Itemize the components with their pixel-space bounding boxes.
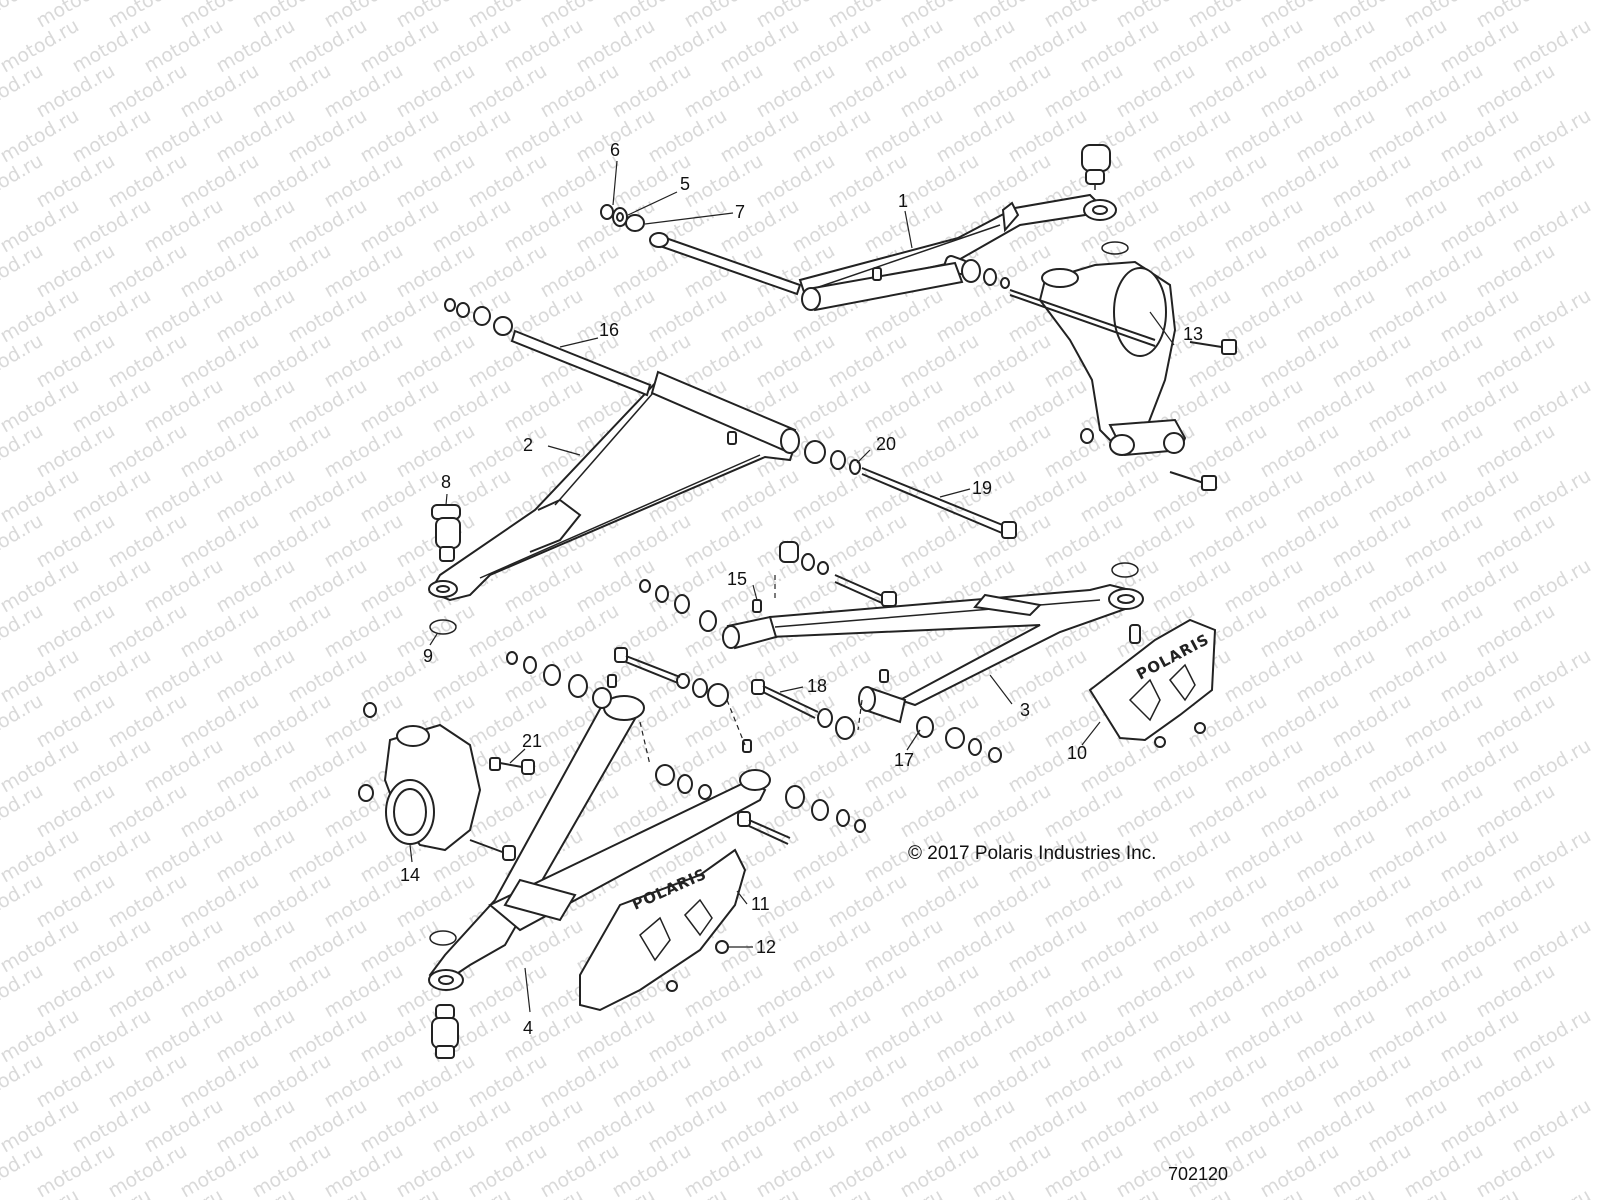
- callout-8: 8: [441, 472, 451, 492]
- part-20-washer: [849, 459, 861, 475]
- knuckle-14-bolt: [469, 839, 516, 861]
- callout-10: 10: [1067, 743, 1087, 763]
- part-3-rear-bushing: [858, 686, 1002, 763]
- grease-fitting-upper-front: [727, 431, 737, 445]
- callout-4: 4: [523, 1018, 533, 1038]
- part-14-hub-knuckle: [358, 702, 482, 852]
- part-3-lower-arm: [769, 583, 1144, 707]
- part-1-pivot-tube: [801, 261, 964, 312]
- grease-fitting-3: [879, 669, 889, 683]
- callout-9: 9: [423, 646, 433, 666]
- part-10-skid-guard: POLARIS: [1088, 618, 1217, 748]
- callout-15: 15: [727, 569, 747, 589]
- part-4-lower-arm: [428, 695, 771, 991]
- part-3-front-bushing: [639, 579, 778, 650]
- part-9-snap-ring: [429, 619, 457, 635]
- callout-7: 7: [735, 202, 745, 222]
- callout-11: 11: [751, 894, 770, 914]
- callout-3: 3: [1020, 700, 1030, 720]
- dashed-guide-4b: [726, 699, 746, 746]
- dashed-guide-4a: [639, 721, 651, 766]
- part-4-middle-stack: [655, 673, 729, 800]
- part-16-shaft: [444, 298, 652, 397]
- callout-13: 13: [1183, 324, 1203, 344]
- leader-lines: [409, 160, 1175, 1013]
- bolt-lower-left: [737, 811, 791, 845]
- grease-fitting-upper: [872, 267, 882, 281]
- callouts: 6 5 7 1 13 16 2 20 19 8 9 15 18 3 10 17 …: [400, 140, 1203, 1038]
- callout-20: 20: [876, 434, 896, 454]
- callout-16: 16: [599, 320, 619, 340]
- callout-5: 5: [680, 174, 690, 194]
- callout-1: 1: [898, 191, 908, 211]
- callout-14: 14: [400, 865, 420, 885]
- part-4-upper-bushing-stack: [506, 651, 612, 709]
- part-6-nut: [600, 204, 614, 220]
- part-7-shaft: [625, 214, 802, 296]
- callout-18: 18: [807, 676, 827, 696]
- part-2-pivot-tube: [650, 370, 800, 454]
- callout-17: 17: [894, 750, 914, 770]
- copyright-notice: © 2017 Polaris Industries Inc.: [908, 843, 1156, 864]
- part-18-bolt-stack: [751, 679, 855, 740]
- upper-ball-joint: [1081, 144, 1111, 190]
- upper-rear-fastener-stack: [779, 541, 897, 607]
- lower-ball-joint: [431, 1004, 459, 1059]
- callout-6: 6: [610, 140, 620, 160]
- callout-21: 21: [522, 731, 542, 751]
- knuckle-fasteners: [1080, 339, 1237, 491]
- grease-fitting-4a: [607, 674, 617, 688]
- upper-bushing-stack-right: [961, 259, 1156, 347]
- part-19-bolt: [861, 467, 1017, 539]
- part-5-washer: [612, 207, 628, 227]
- callout-2: 2: [523, 435, 533, 455]
- grease-fitting-4b: [742, 739, 752, 753]
- part-21-bolt: [489, 757, 535, 775]
- part-13-knuckle: [1038, 260, 1187, 457]
- part-3-snap-ring: [1111, 562, 1139, 578]
- part-12-fastener: [715, 940, 729, 954]
- upper-snap-ring: [1101, 241, 1129, 255]
- bolt-upper-left: [614, 647, 681, 684]
- lower-snap-ring: [429, 930, 457, 946]
- part-4-lower-bushing-stack: [785, 785, 866, 833]
- callout-12: 12: [756, 937, 776, 957]
- callout-19: 19: [972, 478, 992, 498]
- part-8-ball-joint: [431, 504, 461, 562]
- part-15-grease-fitting: [752, 599, 762, 613]
- diagram-number: 702120: [1168, 1164, 1228, 1184]
- upper-front-bushing-stack: [804, 440, 846, 470]
